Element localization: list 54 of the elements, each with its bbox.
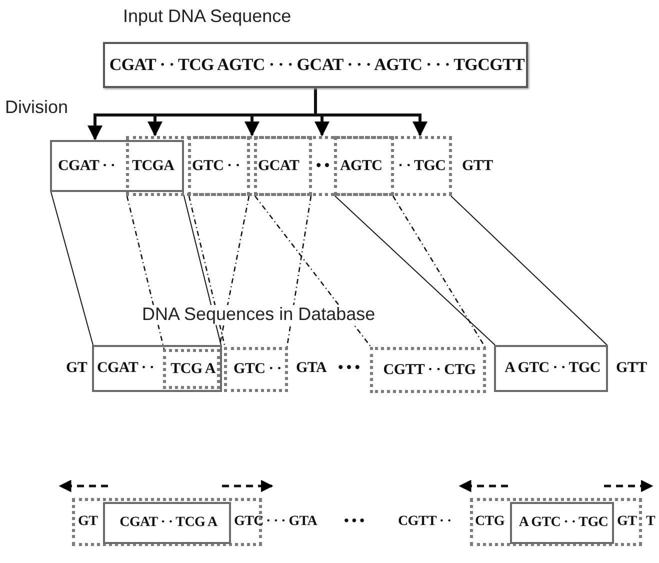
sequence-text: CGAT · · TCG AGTC · · · GCAT · · · AGTC · · · TGCGTT <box>109 55 525 75</box>
match-box <box>510 502 614 544</box>
match-box <box>103 502 231 544</box>
match-box <box>92 345 222 392</box>
sequence-text: GT <box>617 514 637 530</box>
leader-line <box>182 192 222 346</box>
sequence-text: GT <box>78 514 98 530</box>
sequence-text: CGAT · · TCG A <box>120 515 218 531</box>
sequence-text: GTC · · <box>234 361 282 378</box>
sequence-text: GT <box>66 360 88 376</box>
sequence-text: TCG A <box>170 360 216 378</box>
sequence-text: • • <box>316 158 330 174</box>
leader-line <box>188 196 226 348</box>
sequence-text: CGAT · · <box>58 158 116 174</box>
match-box <box>494 345 608 392</box>
window-box <box>126 136 250 196</box>
match-box <box>163 349 220 389</box>
extended-box <box>470 498 642 546</box>
sequence-text: · · · GTA <box>266 514 318 530</box>
sequence-text: A GTC · · TGC <box>504 360 600 377</box>
leader-line <box>50 192 94 346</box>
sequence-text: GTT <box>462 158 493 174</box>
section-heading: DNA Sequences in Database <box>140 305 378 325</box>
sequence-text: TCGA <box>132 158 174 174</box>
sequence-text: • • • <box>338 360 360 376</box>
leader-line <box>286 196 312 348</box>
sequence-text: T <box>646 514 656 530</box>
sequence-text: CGTT · · CTG <box>383 362 476 378</box>
extended-box <box>72 498 262 546</box>
sequence-text: CGTT · · <box>398 514 452 530</box>
window-box <box>334 136 452 196</box>
match-box <box>370 347 486 393</box>
window-box <box>254 136 394 196</box>
leader-line <box>450 196 608 346</box>
sequence-text: CTG <box>475 514 504 530</box>
sequence-text: GTC · · <box>192 158 240 174</box>
sequence-text: GCAT <box>258 158 300 174</box>
section-heading: Division <box>5 98 68 118</box>
sequence-text: · · TGC <box>398 158 446 174</box>
leader-line <box>392 196 486 348</box>
sequence-text: GTT <box>616 360 647 376</box>
leader-line <box>126 196 165 350</box>
sequence-text: A GTC · · TGC <box>518 515 608 531</box>
leader-line <box>334 196 496 346</box>
window-box <box>188 136 312 196</box>
box-heading: Input DNA Sequence <box>123 6 292 27</box>
sequence-text: • • • <box>344 514 364 530</box>
sequence-text: GTC <box>234 514 264 530</box>
sequence-text: CGAT · · <box>97 360 154 377</box>
sequence-text: GTA <box>296 360 326 376</box>
window-box <box>50 140 184 192</box>
match-box <box>224 347 288 392</box>
leader-line <box>254 196 372 348</box>
sequence-text: AGTC <box>340 158 382 174</box>
